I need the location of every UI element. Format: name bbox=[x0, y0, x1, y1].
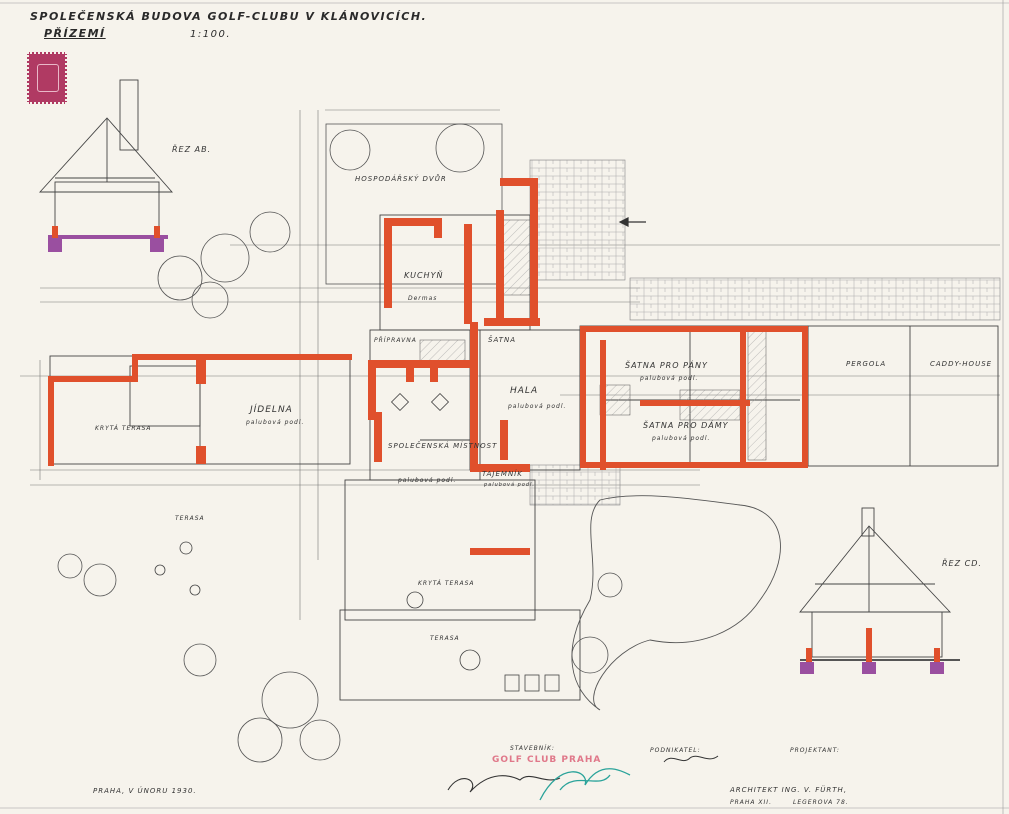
signature-builder bbox=[447, 775, 561, 793]
signature-contractor bbox=[663, 755, 719, 763]
stamp-icon bbox=[27, 52, 67, 104]
terrace-furniture bbox=[154, 392, 560, 692]
room-coatroom: ŠATNA bbox=[488, 335, 516, 344]
masonry-walls bbox=[48, 178, 808, 555]
room-gents-floor: palubová podl. bbox=[639, 375, 698, 382]
floor-title: PŘÍZEMÍ bbox=[44, 27, 106, 40]
date-line: PRAHA, V ÚNORU 1930. bbox=[93, 786, 197, 795]
room-pantry: PŘÍPRAVNA bbox=[374, 336, 417, 344]
architect-line-2: PRAHA XII. bbox=[730, 799, 772, 806]
room-yard: HOSPODÁŘSKÝ DVŮR bbox=[355, 174, 447, 183]
room-terrace-west: TERASA bbox=[175, 515, 205, 522]
room-caddy: CADDY-HOUSE bbox=[930, 360, 992, 368]
section-cd bbox=[799, 507, 960, 674]
room-office-floor: palubová podl. bbox=[483, 481, 535, 488]
room-hall: HALA bbox=[510, 386, 538, 396]
designer-label: PROJEKTANT: bbox=[790, 747, 840, 754]
arrow-icon bbox=[618, 217, 646, 227]
room-terrace-south: TERASA bbox=[430, 635, 460, 642]
room-social: SPOLEČENSKÁ MÍSTNOST bbox=[388, 441, 497, 450]
room-office: TAJEMNÍK bbox=[482, 469, 523, 478]
stone-wall-north bbox=[529, 159, 626, 281]
stone-wall-east bbox=[629, 277, 1001, 321]
room-pergola: PERGOLA bbox=[846, 360, 886, 368]
yard-outline bbox=[325, 123, 503, 285]
room-gents: ŠATNA PRO PÁNY bbox=[625, 359, 708, 370]
room-kitchen: KUCHYŇ bbox=[404, 269, 443, 280]
contractor-label: PODNIKATEL: bbox=[650, 747, 701, 754]
builder-stamp: GOLF CLUB PRAHA bbox=[492, 755, 601, 765]
builder-label: STAVEBNÍK: bbox=[510, 745, 555, 752]
pond-outline bbox=[571, 495, 781, 711]
stone-wall-south bbox=[529, 464, 621, 506]
room-covered-terrace-south: KRYTÁ TERASA bbox=[418, 580, 475, 587]
section-cd-label: ŘEZ CD. bbox=[942, 557, 982, 568]
room-ladies-floor: palubová podl. bbox=[651, 435, 710, 442]
room-hall-floor: palubová podl. bbox=[507, 403, 566, 410]
section-ab bbox=[38, 79, 173, 252]
room-covered-terrace-west: KRYTÁ TERASA bbox=[95, 425, 152, 432]
signature-teal bbox=[539, 768, 631, 801]
architect-line-3: LEGEROVA 78. bbox=[793, 799, 849, 806]
section-ab-label: ŘEZ AB. bbox=[172, 143, 211, 154]
drawing-scale: 1:100. bbox=[190, 29, 231, 40]
architect-line-1: ARCHITEKT ING. V. FÜRTH, bbox=[729, 785, 847, 794]
room-social-floor: palubová podl. bbox=[397, 477, 456, 484]
room-kitchen-floor: Dermas bbox=[408, 295, 437, 302]
room-ladies: ŠATNA PRO DÁMY bbox=[643, 419, 729, 430]
trees bbox=[57, 123, 623, 763]
room-dining: JÍDELNA bbox=[248, 403, 293, 415]
room-dining-floor: palubová podl. bbox=[245, 419, 304, 426]
drawing-title: SPOLEČENSKÁ BUDOVA GOLF-CLUBU V KLÁNOVIC… bbox=[30, 10, 428, 23]
